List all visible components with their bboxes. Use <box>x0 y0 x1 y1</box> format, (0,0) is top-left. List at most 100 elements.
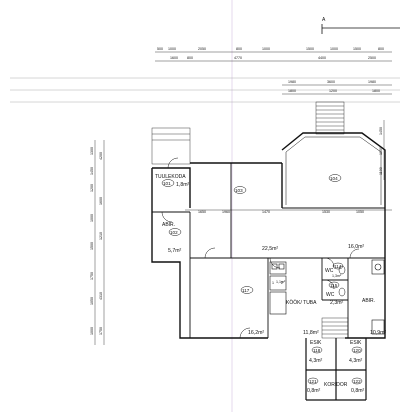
right-fixtures <box>371 259 385 335</box>
svg-text:121: 121 <box>309 379 317 384</box>
svg-text:800: 800 <box>236 47 242 51</box>
svg-text:1050: 1050 <box>90 297 94 305</box>
svg-text:117: 117 <box>242 288 250 293</box>
top-dims-row3: 1980 3600 1980 <box>288 80 376 84</box>
svg-text:104: 104 <box>330 176 338 181</box>
lower-entrance-stairs <box>321 317 349 339</box>
room-esik-120: ESIK 120 4,3m² <box>349 340 363 364</box>
svg-text:WC: WC <box>326 292 335 298</box>
top-dims-row4: 1800 1200 1800 <box>288 89 380 93</box>
svg-text:WC: WC <box>325 268 334 274</box>
svg-text:1,3m²: 1,3m² <box>332 274 342 278</box>
room-104: 104 16,0m² <box>328 174 364 250</box>
svg-text:1500: 1500 <box>353 47 361 51</box>
svg-text:1200: 1200 <box>329 89 337 93</box>
svg-text:1800: 1800 <box>372 89 380 93</box>
svg-text:ABIR.: ABIR. <box>162 222 175 228</box>
room-abir-102: ABIR. 102 5,7m² <box>162 222 182 254</box>
svg-text:1300: 1300 <box>90 147 94 155</box>
svg-text:1600: 1600 <box>170 56 178 60</box>
exterior-walls <box>151 132 386 339</box>
room-kook-tuba: KÖÖK/ TUBA <box>286 299 317 306</box>
svg-text:4,3m²: 4,3m² <box>309 358 323 364</box>
room-117: 117 16,2m² <box>240 286 264 336</box>
svg-text:1000: 1000 <box>90 214 94 222</box>
svg-text:1750: 1750 <box>99 327 103 335</box>
svg-text:1600: 1600 <box>99 197 103 205</box>
svg-text:3600: 3600 <box>327 80 335 84</box>
svg-text:1000: 1000 <box>330 47 338 51</box>
bay-windows <box>285 136 382 205</box>
svg-text:2050: 2050 <box>198 47 206 51</box>
room-wc-115: 115 WC 2,3m² <box>326 281 344 306</box>
svg-text:1050: 1050 <box>356 210 364 214</box>
svg-text:4770: 4770 <box>234 56 242 60</box>
svg-text:115: 115 <box>330 283 338 288</box>
svg-text:114: 114 <box>334 264 342 269</box>
left-dimension-chains <box>94 140 105 345</box>
svg-text:4400: 4400 <box>318 56 326 60</box>
left-dims: 1300 1450 1200 1000 1500 4200 1600 1210 … <box>90 147 103 335</box>
entrance-stairs <box>315 101 345 135</box>
svg-text:ESIK: ESIK <box>310 340 322 346</box>
wc-fixtures <box>338 265 346 297</box>
svg-text:120: 120 <box>353 348 361 353</box>
room-122: 122 0,8m² <box>351 377 365 394</box>
right-area: 10,9m² <box>370 330 386 336</box>
svg-text:TUULEKODA: TUULEKODA <box>155 174 186 180</box>
svg-text:1750: 1750 <box>90 272 94 280</box>
svg-text:4310: 4310 <box>99 292 103 300</box>
svg-text:1210: 1210 <box>99 232 103 240</box>
section-marker: A <box>322 17 326 23</box>
small-number-1: 1 <box>272 281 274 285</box>
mid-dims: 1650 1960 1470 1530 1050 <box>198 210 364 214</box>
svg-text:4200: 4200 <box>99 152 103 160</box>
top-dims-row2: 1600 800 4770 4400 2500 <box>170 56 376 60</box>
door-swings <box>161 157 360 339</box>
svg-text:16,2m²: 16,2m² <box>248 330 264 336</box>
svg-text:500: 500 <box>157 47 163 51</box>
svg-text:0,8m²: 0,8m² <box>351 388 365 394</box>
svg-text:1000: 1000 <box>90 327 94 335</box>
svg-text:800: 800 <box>187 56 193 60</box>
room-wc-114: WC 114 1,3m² <box>325 262 344 278</box>
svg-text:1450: 1450 <box>90 167 94 175</box>
svg-text:102: 102 <box>170 230 178 235</box>
room-koridor: KORIDOR <box>324 382 348 388</box>
svg-text:1500: 1500 <box>90 242 94 250</box>
svg-text:ESIK: ESIK <box>350 340 362 346</box>
svg-text:KÖÖK/ TUBA: KÖÖK/ TUBA <box>286 299 317 306</box>
svg-text:2,3m²: 2,3m² <box>330 300 344 306</box>
left-steps <box>151 127 191 165</box>
svg-text:16,0m²: 16,0m² <box>348 244 364 250</box>
svg-text:2500: 2500 <box>368 56 376 60</box>
hall-area: 11,8m² <box>303 330 319 336</box>
svg-text:ABIR.: ABIR. <box>362 298 375 304</box>
kitchen-counters <box>269 261 287 315</box>
svg-text:1980: 1980 <box>288 80 296 84</box>
svg-text:1000: 1000 <box>168 47 176 51</box>
svg-text:1800: 1800 <box>288 89 296 93</box>
svg-text:0,8m²: 0,8m² <box>307 388 321 394</box>
room-121: 121 0,8m² <box>307 377 321 394</box>
small-number-2: 2 <box>281 281 283 285</box>
room-esik-118: ESIK 118 4,3m² <box>309 340 323 364</box>
svg-text:1500: 1500 <box>306 47 314 51</box>
svg-text:1000: 1000 <box>262 47 270 51</box>
svg-text:22,5m²: 22,5m² <box>262 246 278 252</box>
svg-text:122: 122 <box>353 379 361 384</box>
svg-text:5,7m²: 5,7m² <box>168 248 182 254</box>
lower-entrance-walls <box>305 338 367 401</box>
svg-text:103: 103 <box>235 188 243 193</box>
top-dimension-chains <box>155 51 392 95</box>
svg-text:118: 118 <box>313 348 321 353</box>
svg-text:1200: 1200 <box>90 184 94 192</box>
room-tuulekoda: TUULEKODA 101 1,8m² <box>155 174 190 188</box>
svg-text:1650: 1650 <box>198 210 206 214</box>
svg-text:1980: 1980 <box>368 80 376 84</box>
svg-text:800: 800 <box>378 47 384 51</box>
svg-text:101: 101 <box>163 181 171 186</box>
svg-text:1450: 1450 <box>379 127 383 135</box>
svg-text:1960: 1960 <box>222 210 230 214</box>
